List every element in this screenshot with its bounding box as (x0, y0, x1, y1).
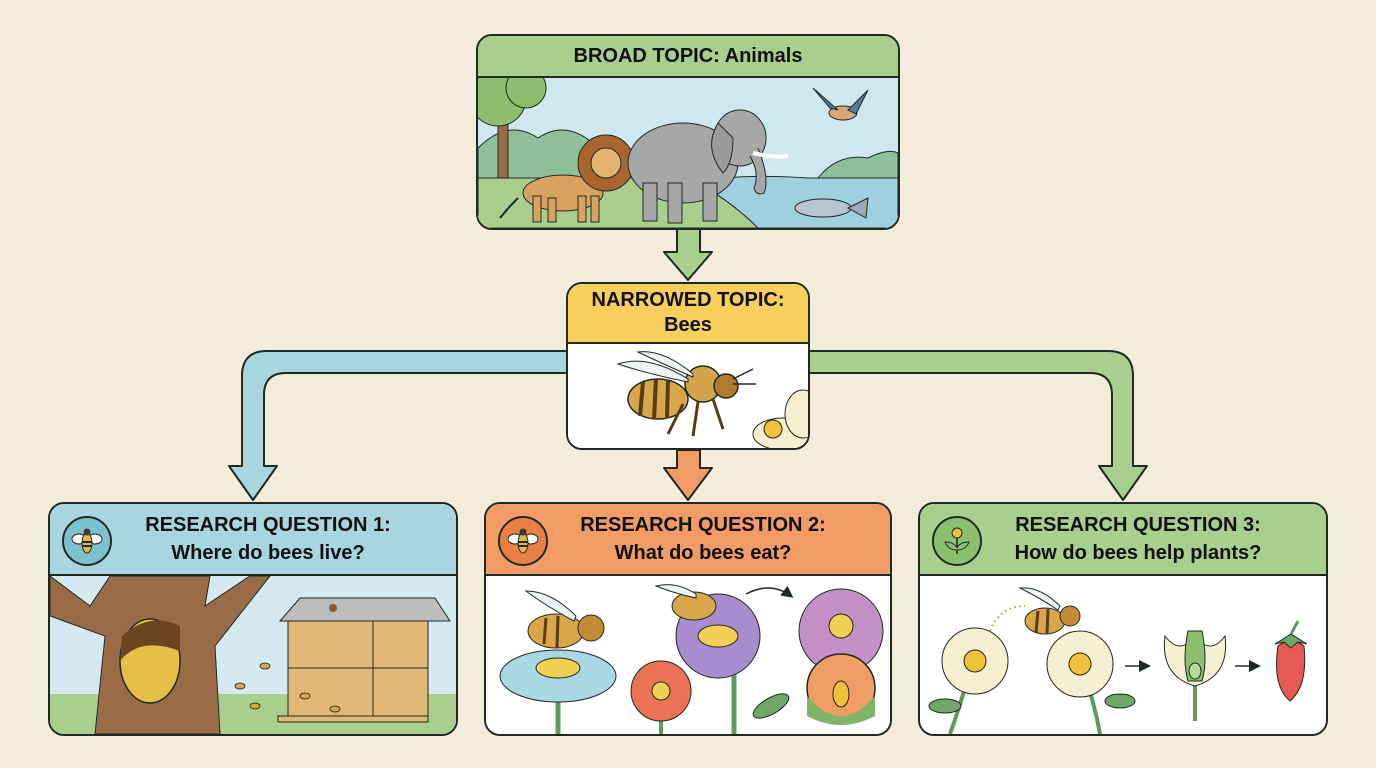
bee-food-illustration (486, 576, 890, 734)
research-question-2-text: What do bees eat? (614, 542, 792, 564)
bee-habitat-illustration (50, 576, 456, 734)
narrowed-topic-card: NARROWED TOPIC: Bees (566, 282, 810, 450)
research-question-3-card: RESEARCH QUESTION 3: How do bees help pl… (918, 502, 1328, 736)
bee-icon (498, 516, 548, 566)
flying-bees-icon (234, 662, 341, 713)
bird-icon (812, 87, 869, 121)
bee-icon (616, 351, 756, 437)
narrowed-topic-label: NARROWED TOPIC: (591, 289, 785, 311)
bee-illustration (568, 344, 808, 448)
research-question-2-header: RESEARCH QUESTION 2: What do bees eat? (486, 504, 890, 576)
arrow-broad-to-narrowed (663, 227, 713, 281)
broad-topic-header: BROAD TOPIC: Animals (478, 36, 898, 78)
flower-icon (928, 627, 1009, 734)
flower-icon (752, 389, 808, 448)
tree-icon (478, 78, 547, 184)
arrow-narrowed-to-rq3 (808, 350, 1148, 501)
research-question-1-card: RESEARCH QUESTION 1: Where do bees live? (48, 502, 458, 736)
narrowed-topic-header: NARROWED TOPIC: Bees (568, 284, 808, 344)
arrow-narrowed-to-rq1 (228, 350, 568, 501)
fish-icon (794, 197, 869, 219)
strawberry-icon (1274, 620, 1308, 702)
research-question-2-label: RESEARCH QUESTION 2: (580, 514, 826, 536)
broad-topic-label: BROAD TOPIC: Animals (573, 44, 803, 67)
research-question-1-header: RESEARCH QUESTION 1: Where do bees live? (50, 504, 456, 576)
elephant-icon (627, 109, 789, 224)
flower-sprout-icon (932, 516, 982, 566)
bee-icon (62, 516, 112, 566)
red-flower-icon (630, 660, 692, 734)
bee-carrying-pollen-icon (1018, 587, 1081, 635)
animals-illustration (478, 78, 898, 228)
fertilized-flower-icon (1163, 630, 1227, 721)
research-question-1-label: RESEARCH QUESTION 1: (145, 514, 391, 536)
purple-flower-icon (654, 584, 794, 734)
arrow-narrowed-to-rq2 (663, 449, 713, 501)
beehive-icon (277, 597, 451, 723)
research-question-3-text: How do bees help plants? (1014, 542, 1262, 564)
nectar-cross-section-icon (798, 588, 884, 725)
narrowed-topic-value: Bees (664, 314, 712, 336)
research-question-3-header: RESEARCH QUESTION 3: How do bees help pl… (920, 504, 1326, 576)
flower-icon (1046, 630, 1136, 734)
lion-icon (499, 134, 635, 223)
tree-hollow-icon (50, 576, 271, 734)
research-question-3-label: RESEARCH QUESTION 3: (1015, 514, 1261, 536)
pollination-illustration (920, 576, 1326, 734)
bee-feeding-icon (524, 590, 605, 649)
broad-topic-card: BROAD TOPIC: Animals (476, 34, 900, 230)
blue-flower-icon (499, 649, 617, 734)
research-question-1-text: Where do bees live? (171, 542, 365, 564)
research-question-2-card: RESEARCH QUESTION 2: What do bees eat? (484, 502, 892, 736)
